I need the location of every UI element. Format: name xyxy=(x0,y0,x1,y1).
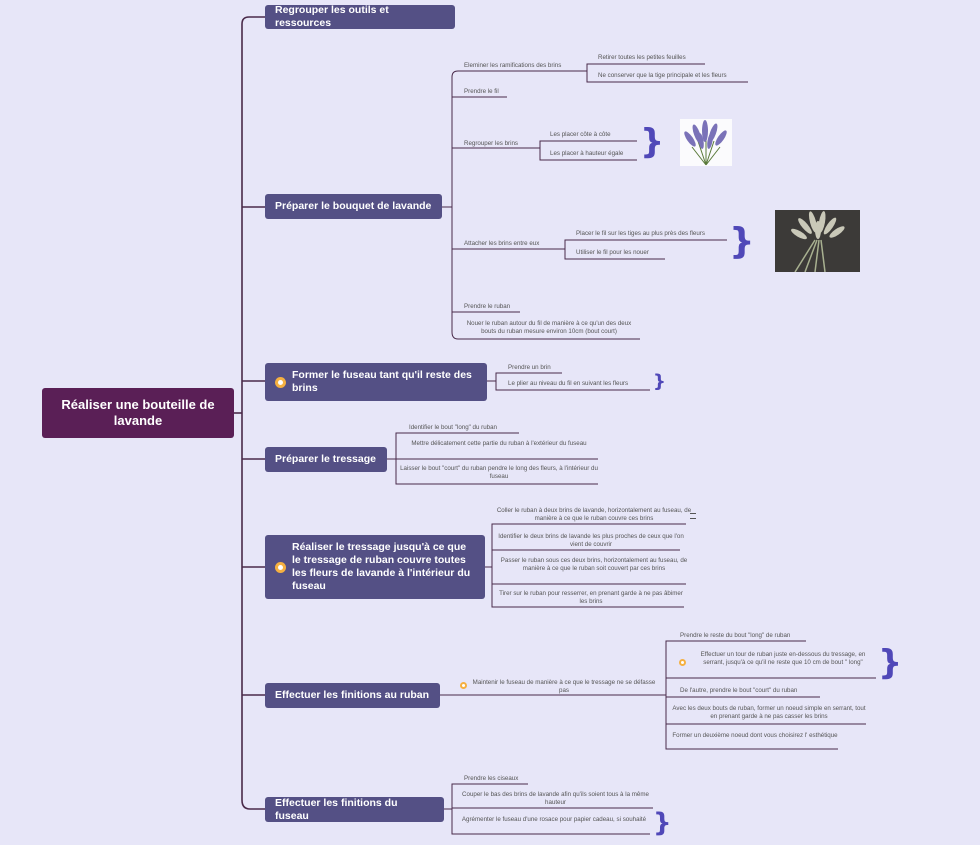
subtopic[interactable]: Prendre un brin xyxy=(508,364,551,371)
branch-label: Réaliser le tressage jusqu'à ce que le t… xyxy=(292,541,471,592)
dried-lavender-photo xyxy=(775,210,860,272)
subtopic[interactable]: Effectuer un tour de ruban juste en-dess… xyxy=(700,651,866,666)
central-topic[interactable]: Réaliser une bouteille de lavande xyxy=(42,388,234,438)
branch-label: Effectuer les finitions au ruban xyxy=(275,689,430,701)
subtopic[interactable]: De l'autre, prendre le bout "court" du r… xyxy=(680,687,798,694)
branch-realiser-tressage[interactable]: Réaliser le tressage jusqu'à ce que le t… xyxy=(265,535,485,599)
subtopic[interactable]: Les placer à hauteur égale xyxy=(550,150,624,157)
subtopic[interactable]: Laisser le bout "court" du ruban pendre … xyxy=(400,465,598,480)
subtopic[interactable]: Maintenir le fuseau de manière à ce que … xyxy=(472,679,656,694)
subtopic[interactable]: Placer le fil sur les tiges au plus près… xyxy=(576,230,705,237)
task-marker-icon xyxy=(275,376,286,388)
branch-label: Préparer le bouquet de lavande xyxy=(275,200,432,212)
subtopic[interactable]: Nouer le ruban autour du fil de manière … xyxy=(466,320,632,335)
branch-label: Préparer le tressage xyxy=(275,453,376,465)
subtopic[interactable]: Mettre délicatement cette partie du ruba… xyxy=(411,440,587,447)
note-icon xyxy=(690,513,696,519)
subtopic[interactable]: Les placer côte à côte xyxy=(550,131,611,138)
branch-label: Regrouper les outils et ressources xyxy=(275,4,389,29)
task-marker-icon xyxy=(275,561,286,573)
branch-preparer-tressage[interactable]: Préparer le tressage xyxy=(265,447,387,472)
subtopic[interactable]: Le plier au niveau du fil en suivant les… xyxy=(508,380,629,387)
subtopic[interactable]: Agrémenter le fuseau d'une rosace pour p… xyxy=(461,816,647,823)
branch-finitions-fuseau[interactable]: Effectuer les finitions du fuseau xyxy=(265,797,444,822)
subtopic[interactable]: Ne conserver que la tige principale et l… xyxy=(598,72,727,79)
summary-brace-icon: } xyxy=(878,643,903,683)
subtopic[interactable]: Identifier le bout "long" du ruban xyxy=(409,424,497,431)
subtopic[interactable]: Retirer toutes les petites feuilles xyxy=(598,54,686,61)
branch-preparer-bouquet[interactable]: Préparer le bouquet de lavande xyxy=(265,194,442,219)
branch-regrouper-outils[interactable]: Regrouper les outils et ressources xyxy=(265,4,455,29)
subtopic[interactable]: Tirer sur le ruban pour resserrer, en pr… xyxy=(499,590,683,605)
summary-brace-icon: } xyxy=(729,221,755,262)
subtopic[interactable]: Prendre le fil xyxy=(464,88,499,95)
subtopic[interactable]: Eleminer les ramifications des brins xyxy=(464,62,562,69)
lavender-bouquet-photo xyxy=(680,119,732,166)
summary-brace-icon: } xyxy=(640,122,665,162)
summary-brace-icon: } xyxy=(653,808,672,838)
subtopic[interactable]: Identifier le deux brins de lavande les … xyxy=(498,533,684,548)
subtopic[interactable]: Prendre le reste du bout "long" de ruban xyxy=(680,632,791,639)
subtopic[interactable]: Former un deuxième noeud dont vous chois… xyxy=(672,732,838,739)
subtopic[interactable]: Coller le ruban à deux brins de lavande,… xyxy=(496,507,692,522)
subtopic[interactable]: Couper le bas des brins de lavande afin … xyxy=(462,791,649,806)
branch-label: Effectuer les finitions du fuseau xyxy=(275,796,398,822)
task-marker-icon xyxy=(679,659,686,666)
branch-former-fuseau[interactable]: Former le fuseau tant qu'il reste des br… xyxy=(265,363,487,401)
branch-label: Former le fuseau tant qu'il reste des br… xyxy=(292,369,472,394)
subtopic[interactable]: Avec les deux bouts de ruban, former un … xyxy=(672,705,866,720)
subtopic[interactable]: Prendre les ciseaux xyxy=(464,775,519,782)
subtopic[interactable]: Regrouper les brins xyxy=(464,140,518,147)
subtopic[interactable]: Passer le ruban sous ces deux brins, hor… xyxy=(500,557,688,572)
branch-finitions-ruban[interactable]: Effectuer les finitions au ruban xyxy=(265,683,440,708)
subtopic[interactable]: Attacher les brins entre eux xyxy=(464,240,540,247)
task-marker-icon xyxy=(460,682,467,689)
subtopic[interactable]: Utiliser le fil pour les nouer xyxy=(576,249,649,256)
summary-brace-icon: } xyxy=(653,371,666,392)
subtopic[interactable]: Prendre le ruban xyxy=(464,303,511,310)
